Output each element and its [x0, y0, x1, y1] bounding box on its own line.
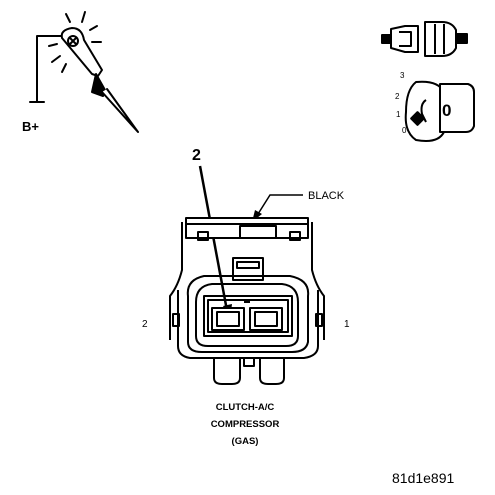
key-position-0: 0 — [402, 126, 407, 135]
battery-positive-label: B+ — [22, 119, 39, 134]
connector-caption-line-1: CLUTCH-A/C — [216, 402, 275, 413]
key-position-1: 1 — [396, 110, 401, 119]
wire-color-leader-line — [257, 194, 303, 215]
connector-caption-line-3: (GAS) — [232, 436, 259, 447]
pin-label-right: 1 — [344, 319, 350, 330]
disconnected-connector-icon — [381, 21, 468, 57]
key-position-2: 2 — [395, 92, 400, 101]
key-position-3: 3 — [400, 71, 405, 80]
pin-label-left: 2 — [142, 319, 148, 330]
ignition-key-icon — [404, 80, 475, 142]
key-position-mark: 0 — [442, 101, 451, 120]
callout-leader-line — [198, 165, 230, 317]
wire-color-label: BLACK — [308, 190, 345, 202]
test-light-icon — [29, 11, 139, 133]
figure-id: 81d1e891 — [392, 470, 455, 486]
connector-face — [169, 217, 325, 385]
callout-number: 2 — [192, 147, 201, 164]
connector-caption-line-2: COMPRESSOR — [211, 419, 280, 430]
